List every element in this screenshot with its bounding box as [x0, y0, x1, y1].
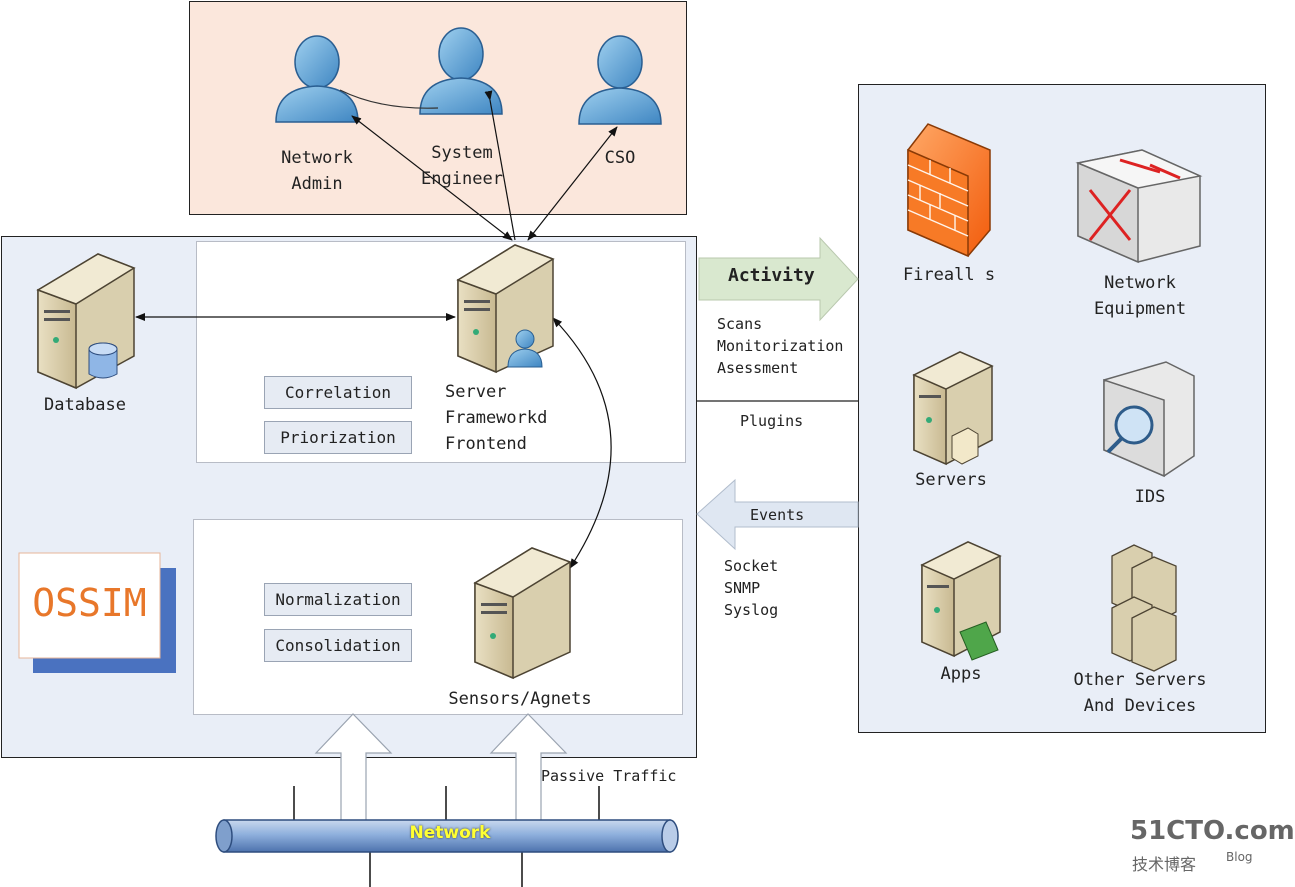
servers-label: Servers: [915, 470, 987, 490]
priorization-box: Priorization: [264, 421, 412, 454]
firewall-icon: [907, 123, 991, 258]
servers-icon: [912, 351, 994, 466]
network-equipment-label: Network Equipment: [1093, 273, 1187, 319]
sensor-server-icon: [473, 547, 572, 680]
server-label: Server Frameworkd Frontend: [445, 382, 548, 454]
diagram-connectors: [18, 27, 1203, 887]
server-icon: [456, 244, 555, 374]
system-engineer-icon: [419, 27, 503, 115]
event-snmp: SNMP: [724, 579, 761, 597]
other-devices-label: Other Servers And Devices: [1073, 670, 1207, 716]
events-arrow: [696, 478, 859, 551]
cso-icon: [578, 35, 662, 125]
traffic-arrow-right: [489, 713, 568, 823]
network-equipment-icon: [1075, 149, 1203, 264]
ids-label: IDS: [1134, 487, 1166, 507]
activity-monitorization: Monitorization: [717, 337, 844, 355]
logo-card: [18, 552, 161, 659]
firewalls-label: Fireall s: [902, 265, 996, 285]
activity-label: Activity: [728, 265, 815, 286]
database-icon: [36, 253, 136, 390]
correlation-box: Correlation: [264, 376, 412, 409]
events-label: Events: [750, 506, 805, 524]
system-engineer-label: System Engineer: [421, 143, 503, 189]
event-socket: Socket: [724, 557, 779, 575]
activity-assessment: Asessment: [717, 359, 799, 377]
apps-label: Apps: [940, 664, 982, 684]
traffic-arrow-left: [314, 713, 393, 823]
network-label: Network: [409, 823, 491, 843]
sensor-panel: [193, 519, 683, 715]
watermark-brand: 51CTO.com: [1130, 816, 1295, 846]
ids-icon: [1103, 361, 1195, 478]
normalization-box: Normalization: [264, 583, 412, 616]
activity-arrow: [698, 236, 859, 322]
network-admin-label: Network Admin: [281, 148, 353, 194]
ossim-logo: OSSIM: [32, 581, 147, 625]
watermark-sub: 技术博客: [1132, 855, 1197, 874]
consolidation-box: Consolidation: [264, 629, 412, 662]
database-label: Database: [44, 395, 126, 415]
plugins-label: Plugins: [740, 412, 804, 430]
cso-label: CSO: [604, 148, 636, 168]
network-admin-icon: [275, 35, 359, 123]
watermark-blog: Blog: [1226, 850, 1253, 864]
other-servers-icon: [1111, 544, 1177, 672]
apps-icon: [920, 541, 1002, 661]
sensors-label: Sensors/Agnets: [448, 689, 592, 709]
network-bus: [215, 819, 679, 853]
passive-traffic-label: Passive Traffic: [541, 767, 677, 785]
event-syslog: Syslog: [724, 601, 779, 619]
activity-scans: Scans: [717, 315, 763, 333]
